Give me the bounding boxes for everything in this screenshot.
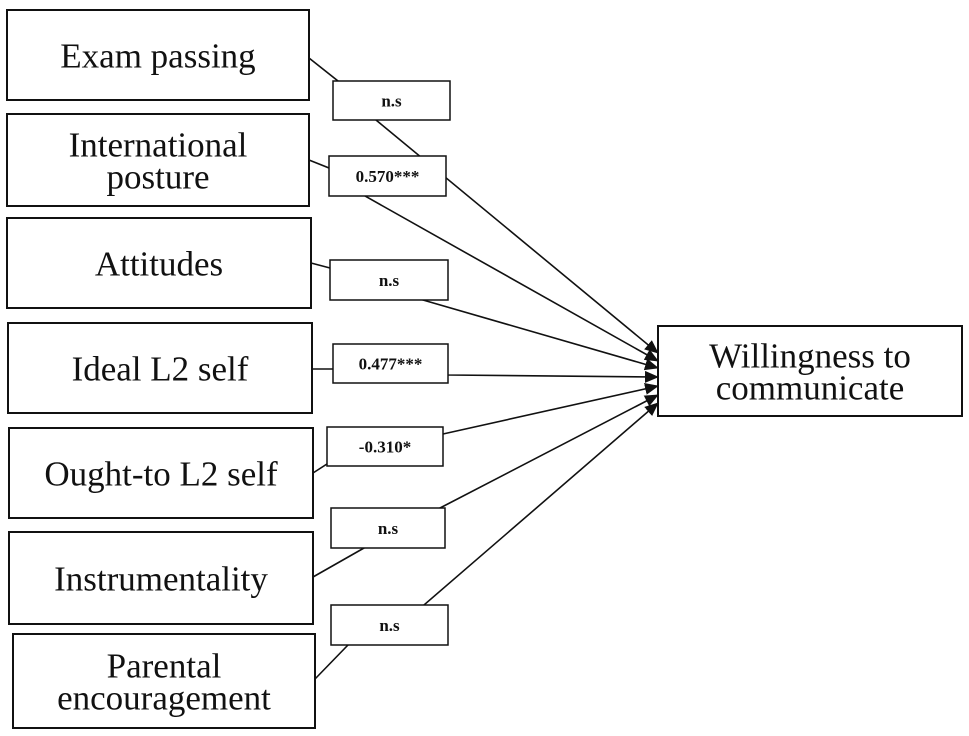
instrumentality-box [8, 531, 314, 625]
coefficient-box-attitudes [329, 259, 449, 301]
coefficient-attitudes: n.s [329, 259, 449, 301]
parental-encouragement-label-line-1: Parental [107, 646, 222, 685]
attitudes-box [6, 217, 312, 309]
boxes-layer: Exam passingInternationalpostureAttitude… [6, 9, 963, 729]
coefficient-exam-passing: n.s [332, 80, 451, 121]
instrumentality-label-line-1: Instrumentality [54, 559, 268, 598]
coefficient-label-instrumentality: n.s [378, 519, 399, 538]
exam-passing-box [6, 9, 310, 101]
parental-encouragement-label-line-2: encouragement [57, 678, 271, 717]
ought-to-l2-self-label-line-1: Ought-to L2 self [44, 454, 278, 493]
coefficient-box-exam-passing [332, 80, 451, 121]
coefficient-label-parental-encouragement: n.s [379, 616, 400, 635]
attitudes-node: Attitudes [6, 217, 312, 309]
path-arrow-instrumentality [312, 394, 659, 578]
ideal-l2-self-box [7, 322, 313, 414]
coefficient-international-posture: 0.570*** [328, 155, 447, 197]
coefficient-box-international-posture [328, 155, 447, 197]
exam-passing-label-line-1: Exam passing [60, 36, 255, 75]
coefficient-label-exam-passing: n.s [381, 92, 402, 111]
coefficient-instrumentality: n.s [330, 507, 446, 549]
parental-encouragement-box [12, 633, 316, 729]
international-posture-label-line-1: International [69, 125, 248, 164]
coefficient-label-ideal-l2-self: 0.477*** [359, 355, 423, 374]
coefficient-label-ought-to-l2-self: -0.310* [359, 438, 411, 457]
willingness-to-communicate-label-line-2: communicate [716, 368, 905, 407]
coefficient-box-ought-to-l2-self [326, 426, 444, 467]
coefficient-label-attitudes: n.s [379, 271, 400, 290]
international-posture-box [6, 113, 310, 207]
willingness-to-communicate-box [657, 325, 963, 417]
ought-to-l2-self-node: Ought-to L2 self [8, 427, 314, 519]
willingness-to-communicate-label-line-1: Willingness to [709, 336, 911, 375]
ought-to-l2-self-box [8, 427, 314, 519]
coefficient-ideal-l2-self: 0.477*** [332, 343, 449, 384]
coefficient-box-ideal-l2-self [332, 343, 449, 384]
coefficient-box-instrumentality [330, 507, 446, 549]
ideal-l2-self-label-line-1: Ideal L2 self [72, 349, 249, 388]
coefficient-box-parental-encouragement [330, 604, 449, 646]
ideal-l2-self-node: Ideal L2 self [7, 322, 313, 414]
international-posture-label-line-2: posture [106, 157, 209, 196]
exam-passing-node: Exam passing [6, 9, 310, 101]
attitudes-label-line-1: Attitudes [95, 244, 223, 283]
coefficient-layer: n.s 0.570*** n.s 0.477*** -0.310* n.s n.s [326, 80, 451, 646]
coefficient-parental-encouragement: n.s [330, 604, 449, 646]
instrumentality-node: Instrumentality [8, 531, 314, 625]
coefficient-ought-to-l2-self: -0.310* [326, 426, 444, 467]
coefficient-label-international-posture: 0.570*** [356, 167, 420, 186]
